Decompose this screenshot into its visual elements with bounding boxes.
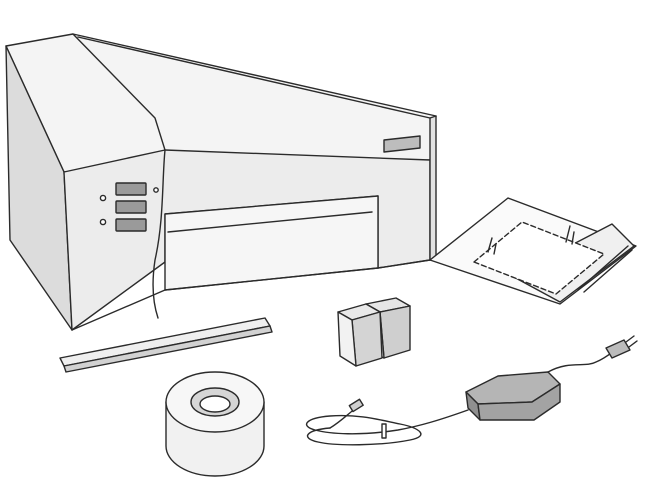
strip-icon [59,317,273,373]
document-sleeve-icon [429,197,637,305]
label-roll-icon [165,371,265,477]
ink-cartridge-icon [337,297,411,367]
power-adapter-icon [305,335,638,446]
printer-icon [5,33,437,331]
